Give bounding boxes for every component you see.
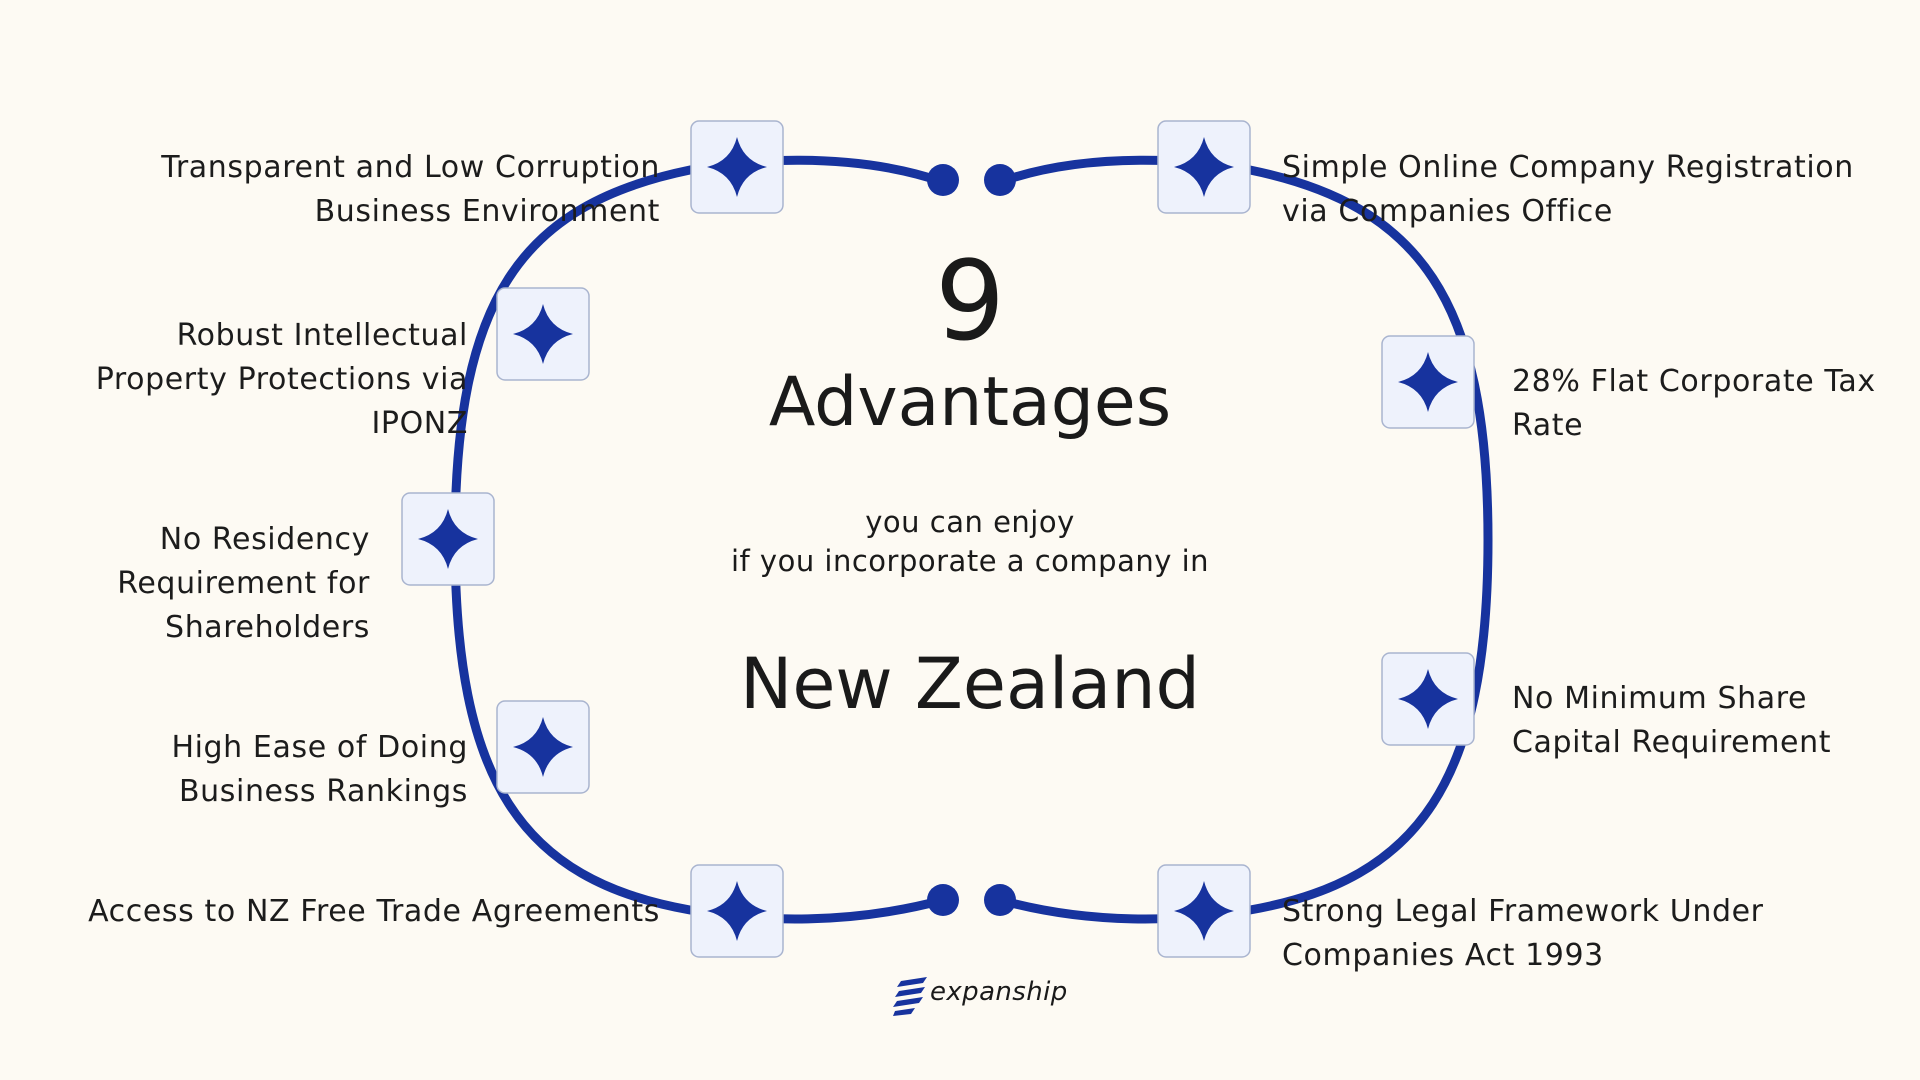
country-name: New Zealand — [740, 643, 1200, 725]
advantage-node — [690, 120, 784, 214]
four-point-star-icon — [1174, 137, 1234, 197]
advantage-label-line: Shareholders — [165, 610, 370, 645]
four-point-star-icon — [707, 137, 767, 197]
advantage-label-line: Capital Requirement — [1512, 725, 1832, 760]
advantage-label-line: IPONZ — [371, 406, 468, 441]
advantage-label-line: Business Rankings — [178, 774, 468, 809]
advantage-label-line: via Companies Office — [1282, 194, 1613, 229]
advantage-label-line: Rate — [1512, 408, 1584, 443]
subtitle-line-1: you can enjoy — [865, 505, 1075, 539]
four-point-star-icon — [1398, 352, 1458, 412]
advantage-label-line: Property Protections via — [95, 362, 468, 397]
advantage-label-line: Business Environment — [314, 194, 660, 229]
advantage-label-line: Strong Legal Framework Under — [1282, 894, 1764, 929]
advantage-label-line: No Residency — [159, 522, 370, 557]
advantage-node — [496, 287, 590, 381]
advantage-label-line: No Minimum Share — [1512, 681, 1808, 716]
brand-name: expanship — [930, 977, 1068, 1007]
brand-logo-icon — [893, 977, 927, 1016]
advantage-node — [401, 492, 495, 586]
advantage-label: Access to NZ Free Trade Agreements — [60, 890, 660, 934]
four-point-star-icon — [1398, 669, 1458, 729]
advantage-node — [1381, 652, 1475, 746]
four-point-star-icon — [707, 881, 767, 941]
advantage-count: 9 — [935, 237, 1005, 365]
advantage-node — [1157, 120, 1251, 214]
four-point-star-icon — [1174, 881, 1234, 941]
advantage-node — [690, 864, 784, 958]
advantage-label-line: Robust Intellectual — [176, 318, 468, 353]
advantage-label-line: Access to NZ Free Trade Agreements — [88, 894, 660, 929]
advantage-label-line: Requirement for — [117, 566, 370, 601]
advantage-nodes — [401, 120, 1475, 958]
four-point-star-icon — [513, 304, 573, 364]
advantage-node — [496, 700, 590, 794]
advantage-label: Simple Online Company Registration via Co… — [1282, 146, 1882, 234]
advantage-label-line: Companies Act 1993 — [1282, 938, 1604, 973]
advantage-label-line: High Ease of Doing — [171, 730, 468, 765]
four-point-star-icon — [418, 509, 478, 569]
ring-end-dot — [927, 164, 959, 196]
subtitle-line-2: if you incorporate a company in — [730, 544, 1210, 578]
advantage-label-line: Simple Online Company Registration — [1282, 150, 1854, 185]
advantage-label-line: 28% Flat Corporate Tax — [1512, 364, 1876, 399]
four-point-star-icon — [513, 717, 573, 777]
ring-end-dot — [984, 164, 1016, 196]
ring-end-dot — [927, 884, 959, 916]
advantage-label-line: Transparent and Low Corruption — [161, 150, 660, 185]
ring-end-dot — [984, 884, 1016, 916]
main-title: Advantages — [768, 363, 1172, 442]
advantage-node — [1381, 335, 1475, 429]
advantage-node — [1157, 864, 1251, 958]
